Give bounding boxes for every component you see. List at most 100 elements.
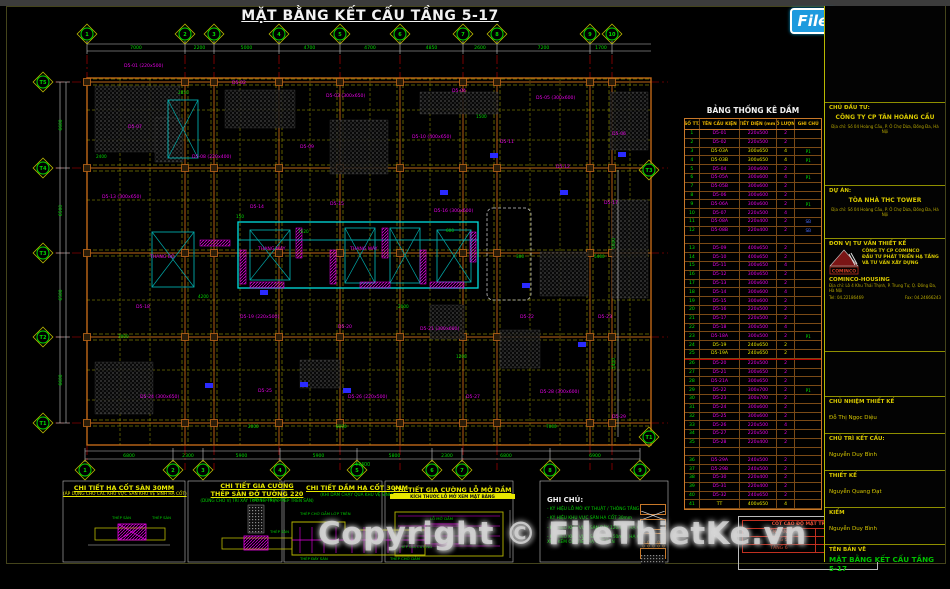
beam-table-cell xyxy=(795,297,821,305)
notes-title: GHI CHÚ: xyxy=(547,496,584,504)
beam-table-cell: 14 xyxy=(685,253,700,261)
svg-text:LỖ MỞ DẦM: LỖ MỞ DẦM xyxy=(430,516,453,521)
beam-table-cell: D5-07 xyxy=(700,209,741,217)
svg-text:2600: 2600 xyxy=(474,45,486,51)
svg-text:6800: 6800 xyxy=(123,453,135,459)
investor-section: CHỦ ĐẦU TƯ: CÔNG TY CP TÂN HOÀNG CẦU Địa… xyxy=(825,103,945,186)
beam-table-cell: D5-02 xyxy=(700,138,741,147)
beam-table-cell: 2 xyxy=(777,182,796,191)
svg-text:THANG BỘ: THANG BỘ xyxy=(149,253,175,260)
beam-table-cell: 300x700 xyxy=(740,386,777,394)
beam-table-cell: 4 xyxy=(777,147,796,156)
beam-table-cell xyxy=(777,235,796,244)
beam-table-cell xyxy=(795,341,821,349)
beam-table-cell: 2 xyxy=(777,403,796,412)
beam-table-cell xyxy=(795,288,821,296)
beam-table-cell: 2 xyxy=(777,377,796,386)
beam-table-cell: 220x500 xyxy=(740,359,777,368)
beam-table-cell: D5-15 xyxy=(700,297,741,305)
beam-table-cell: 1 xyxy=(685,130,700,138)
beam-table-cell: 32 xyxy=(685,412,700,421)
beam-table-cell xyxy=(795,315,821,323)
svg-text:5000: 5000 xyxy=(611,238,617,249)
beam-table-cell: 6 xyxy=(685,173,700,182)
svg-text:T3: T3 xyxy=(40,251,47,257)
svg-text:5: 5 xyxy=(338,32,342,38)
beam-table-cell: 300x650 xyxy=(740,270,777,279)
beam-table-cell: 240x500 xyxy=(740,465,777,474)
beam-table-cell: 30 xyxy=(685,394,700,403)
svg-text:D5-25: D5-25 xyxy=(258,388,272,394)
beam-table-cell: 2 xyxy=(777,297,796,305)
beam-table-cell xyxy=(795,209,821,217)
beam-table-cell: 300x600 xyxy=(740,403,777,412)
beam-table-cell: 5 xyxy=(685,165,700,173)
beam-table-cell: 2 xyxy=(777,270,796,279)
detail-2-title: CHI TIẾT GIA CƯỜNG THÉP SÀN ĐỠ TƯỜNG 220… xyxy=(200,482,314,503)
beam-table-cell: 220x500 xyxy=(740,130,777,138)
role-kiem: KIỂM Nguyễn Duy Bình xyxy=(825,508,945,545)
beam-table-cell: P1 xyxy=(805,201,811,207)
svg-text:4700: 4700 xyxy=(364,45,376,51)
beam-table-cell xyxy=(795,306,821,314)
beam-table-cell: 4 xyxy=(777,500,796,509)
beam-table-cell xyxy=(685,447,700,456)
svg-text:T3: T3 xyxy=(646,168,653,174)
svg-text:2: 2 xyxy=(171,468,175,474)
beam-table-cell: 220x500 xyxy=(740,138,777,147)
note-item: - KÝ HIỆU KHU VỰC SÀN HẠ CỐT 30mm xyxy=(547,516,632,522)
svg-text:D5-17: D5-17 xyxy=(604,200,618,206)
svg-text:5400: 5400 xyxy=(611,358,617,369)
detail-4-title: CHI TIẾT GIA CƯỜNG LỖ MỞ DẦM KÍCH THƯỚC … xyxy=(390,486,515,499)
beam-table-cell: 2 xyxy=(777,226,796,235)
beam-table-cell: D5-13 xyxy=(700,279,741,288)
svg-text:6500: 6500 xyxy=(58,205,64,216)
beam-table-cell: 33 xyxy=(685,421,700,430)
beam-table-cell: 34 xyxy=(685,430,700,438)
beam-table-cell: 2 xyxy=(777,253,796,261)
beam-table-cell xyxy=(795,280,821,288)
svg-text:THÉP ĐÁY SÀN: THÉP ĐÁY SÀN xyxy=(299,556,328,561)
beam-table-cell: 220x500 xyxy=(740,209,777,217)
beam-table-cell: 28 xyxy=(685,377,700,386)
svg-text:D5-29: D5-29 xyxy=(612,414,626,420)
svg-text:8: 8 xyxy=(495,32,499,38)
beam-table-cell: P1 xyxy=(805,387,811,393)
beam-table-cell: D5-26 xyxy=(700,421,741,430)
beam-table-cell: 220x400 xyxy=(740,217,777,226)
svg-text:6: 6 xyxy=(398,32,402,38)
svg-text:3: 3 xyxy=(212,32,216,38)
beam-table-cell: D5-09 xyxy=(700,244,741,253)
svg-text:D5-06: D5-06 xyxy=(612,131,626,137)
beam-table-cell: D5-21A xyxy=(700,377,741,386)
svg-text:6600: 6600 xyxy=(58,374,64,385)
svg-text:D5-23: D5-23 xyxy=(598,314,612,320)
beam-table-cell: D5-12 xyxy=(700,270,741,279)
svg-text:600: 600 xyxy=(446,228,454,233)
role-thiet-ke: THIẾT KẾ Nguyễn Quang Đạt xyxy=(825,471,945,508)
legend-opening-icon xyxy=(640,504,666,521)
beam-table-cell: 2 xyxy=(777,279,796,288)
beam-table-cell: 240x500 xyxy=(740,456,777,465)
svg-text:D5-15: D5-15 xyxy=(330,201,344,207)
beam-table-cell: SB xyxy=(805,228,811,234)
svg-text:D5-19 (220x500): D5-19 (220x500) xyxy=(240,314,279,320)
svg-text:D5-02: D5-02 xyxy=(232,80,246,86)
beam-table-cell: 300x600 xyxy=(740,165,777,173)
beam-table-cell: 40 xyxy=(685,491,700,500)
beam-table-cell xyxy=(795,465,821,473)
